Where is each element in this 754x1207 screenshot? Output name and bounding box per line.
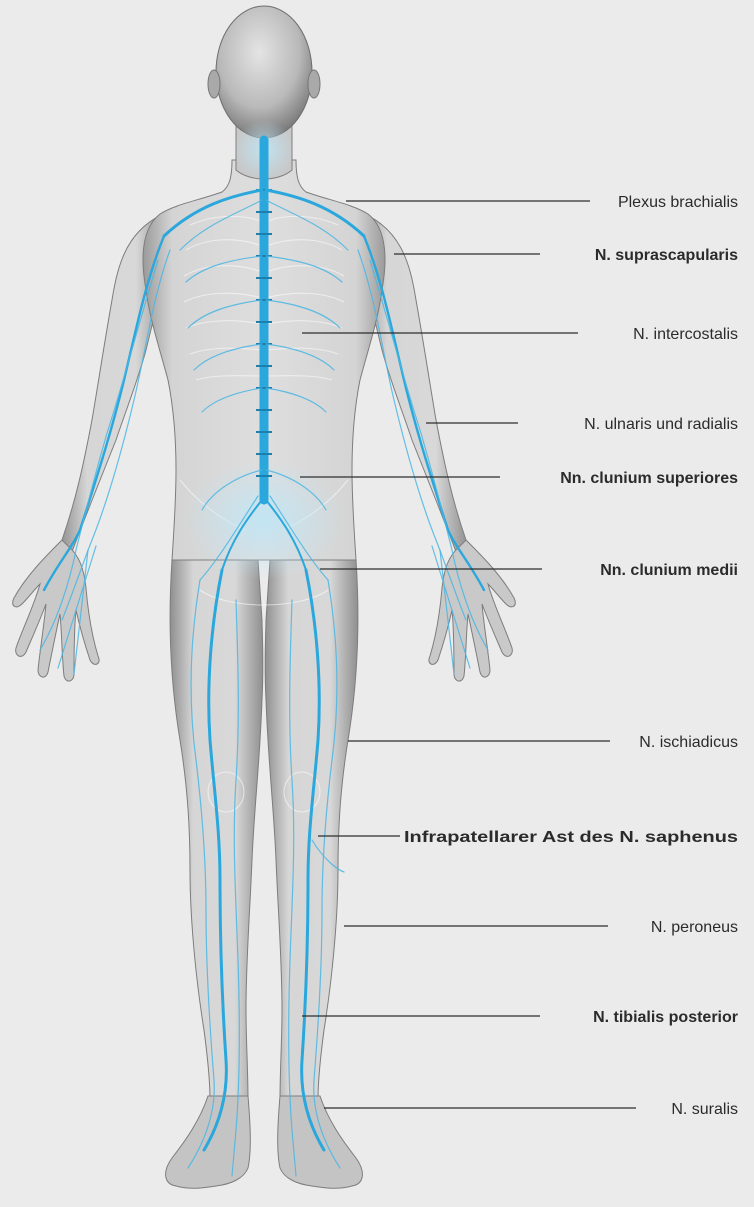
label-n-ulnaris-radialis: N. ulnaris und radialis <box>584 416 738 433</box>
label-infrapatellarer-ast: Infrapatellarer Ast des N. saphenus <box>404 829 738 846</box>
head <box>216 6 312 138</box>
label-n-peroneus: N. peroneus <box>651 919 738 936</box>
label-nn-clunium-superiores: Nn. clunium superiores <box>560 470 738 487</box>
nerve-network <box>40 120 488 1176</box>
label-nn-clunium-medii: Nn. clunium medii <box>600 562 738 579</box>
label-n-intercostalis: N. intercostalis <box>633 326 738 343</box>
label-n-suprascapularis: N. suprascapularis <box>595 247 738 264</box>
left-hand <box>13 540 99 681</box>
label-plexus-brachialis: Plexus brachialis <box>618 194 738 211</box>
label-n-ischiadicus: N. ischiadicus <box>639 734 738 751</box>
label-n-suralis: N. suralis <box>671 1101 738 1118</box>
label-n-tibialis-posterior: N. tibialis posterior <box>593 1009 738 1026</box>
right-ear <box>308 70 320 98</box>
left-ear <box>208 70 220 98</box>
right-hand <box>429 540 515 681</box>
